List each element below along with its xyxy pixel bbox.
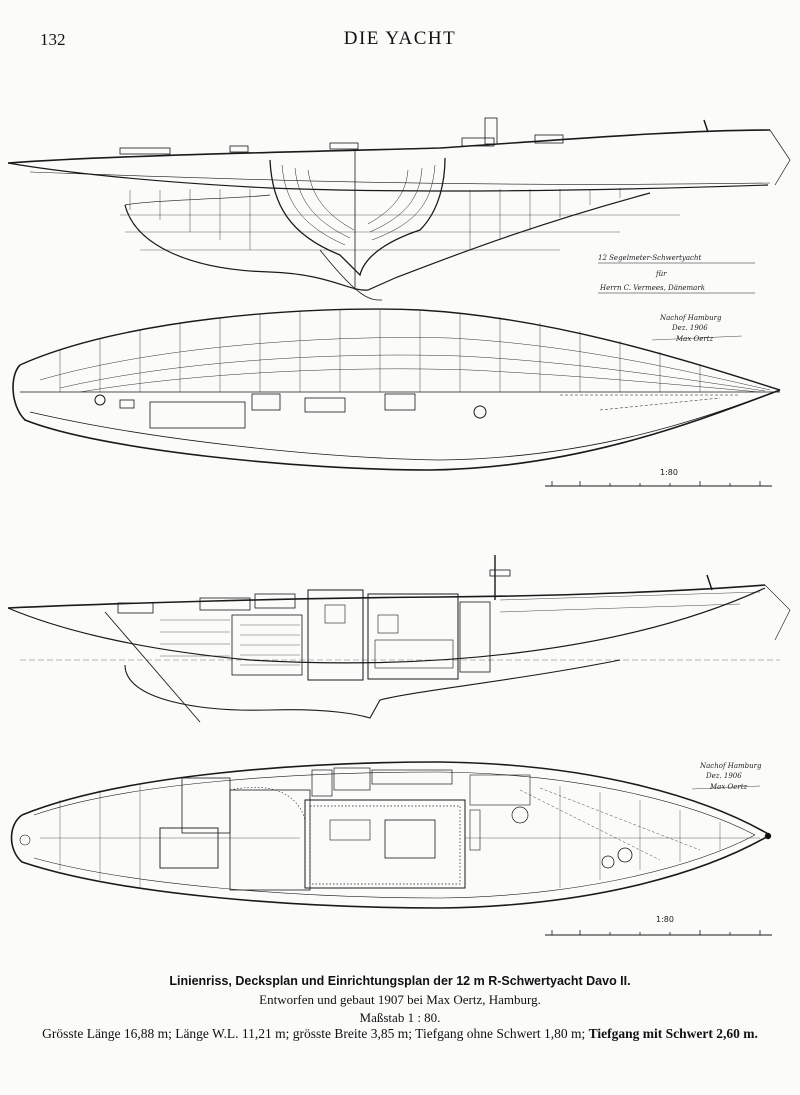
figure-caption-dimensions: Grösste Länge 16,88 m; Länge W.L. 11,21 … [0,1026,800,1042]
plate-1-title-line-3: Herrn C. Vermees, Dänemark [599,284,705,292]
interior-profile [7,555,791,723]
plate-1-title-line-2: für [655,270,667,278]
plate-1-signature-line-2: Dez. 1906 [671,324,708,332]
plate-1-title-line-1: 12 Segelmeter-Schwertyacht [598,254,701,262]
plate-2-signature-line-1: Nachof Hamburg [699,762,762,770]
plate-1-title-block [598,262,755,294]
figure-caption-scale: Maßstab 1 : 80. [359,1010,441,1025]
plate-2-signature-block [691,785,761,790]
interior-plan [10,761,772,909]
plate-2-signature-line-2: Dez. 1906 [705,772,742,780]
plate-1-signature-block [651,335,743,341]
plate-2-scale-label: 1:80 [656,915,674,924]
plate-2-scale-bar [545,930,772,936]
dimensions-draft-with-board: Tiefgang mit Schwert 2,60 m. [588,1026,758,1041]
figure-caption-title: Linienriss, Decksplan und Einrichtungspl… [169,974,631,988]
sheer-plan [7,117,791,301]
page-number: 132 [40,30,66,49]
dimensions-text: Grösste Länge 16,88 m; Länge W.L. 11,21 … [42,1026,586,1041]
running-title: DIE YACHT [343,28,457,49]
plate-1-scale-bar [545,481,772,487]
plate-1-scale-label: 1:80 [660,468,678,477]
half-breadth-plan [12,308,781,471]
figure-caption-subtitle: Entworfen und gebaut 1907 bei Max Oertz,… [259,992,541,1007]
plate-1-signature-line-1: Nachof Hamburg [659,314,722,322]
plate-1-signature-line-3: Max Oertz [675,335,714,343]
plate-2-signature-line-3: Max Oertz [709,783,748,791]
